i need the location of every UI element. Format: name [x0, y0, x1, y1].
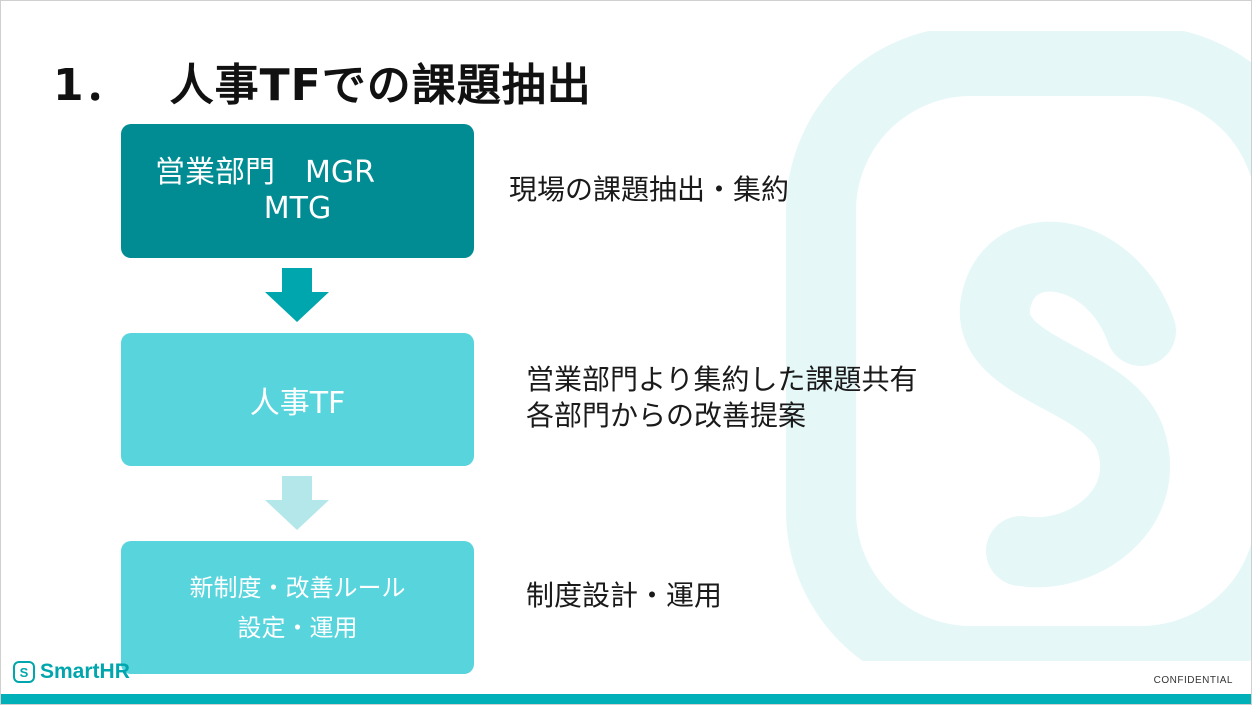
description-1: 現場の課題抽出・集約	[509, 172, 789, 208]
smarthr-s-icon: S	[13, 661, 35, 683]
flow-box-new-system: 新制度・改善ルール 設定・運用	[121, 541, 474, 674]
confidential-label: CONFIDENTIAL	[1153, 675, 1233, 686]
flow-box-line: 営業部門 MGR	[155, 155, 375, 190]
slide-title: 1． 人事TFでの課題抽出	[53, 49, 592, 113]
flow-box-line: 人事TF	[249, 385, 346, 421]
description-line: 現場の課題抽出・集約	[509, 173, 790, 206]
flow-box-sales-mgr-mtg: 営業部門 MGR MTG	[121, 124, 474, 258]
title-number: 1．	[53, 60, 130, 111]
smarthr-watermark-icon	[786, 31, 1251, 661]
flow-box-line: MTG	[263, 191, 332, 226]
description-line: 営業部門より集約した課題共有	[526, 363, 918, 396]
smarthr-logo: S SmartHR	[13, 660, 130, 684]
description-line: 各部門からの改善提案	[526, 399, 807, 432]
flow-box-line: 新制度・改善ルール	[189, 573, 406, 602]
logo-text: SmartHR	[40, 660, 130, 683]
flow-box-hr-tf: 人事TF	[121, 333, 474, 466]
description-2: 営業部門より集約した課題共有 各部門からの改善提案	[526, 362, 917, 434]
footer-bar	[1, 694, 1251, 704]
arrow-down-icon	[265, 268, 329, 322]
description-line: 制度設計・運用	[526, 579, 723, 612]
arrow-down-icon	[265, 476, 329, 530]
title-text: 人事TFでの課題抽出	[169, 60, 592, 111]
flow-box-line: 設定・運用	[237, 613, 358, 642]
description-3: 制度設計・運用	[526, 578, 722, 614]
